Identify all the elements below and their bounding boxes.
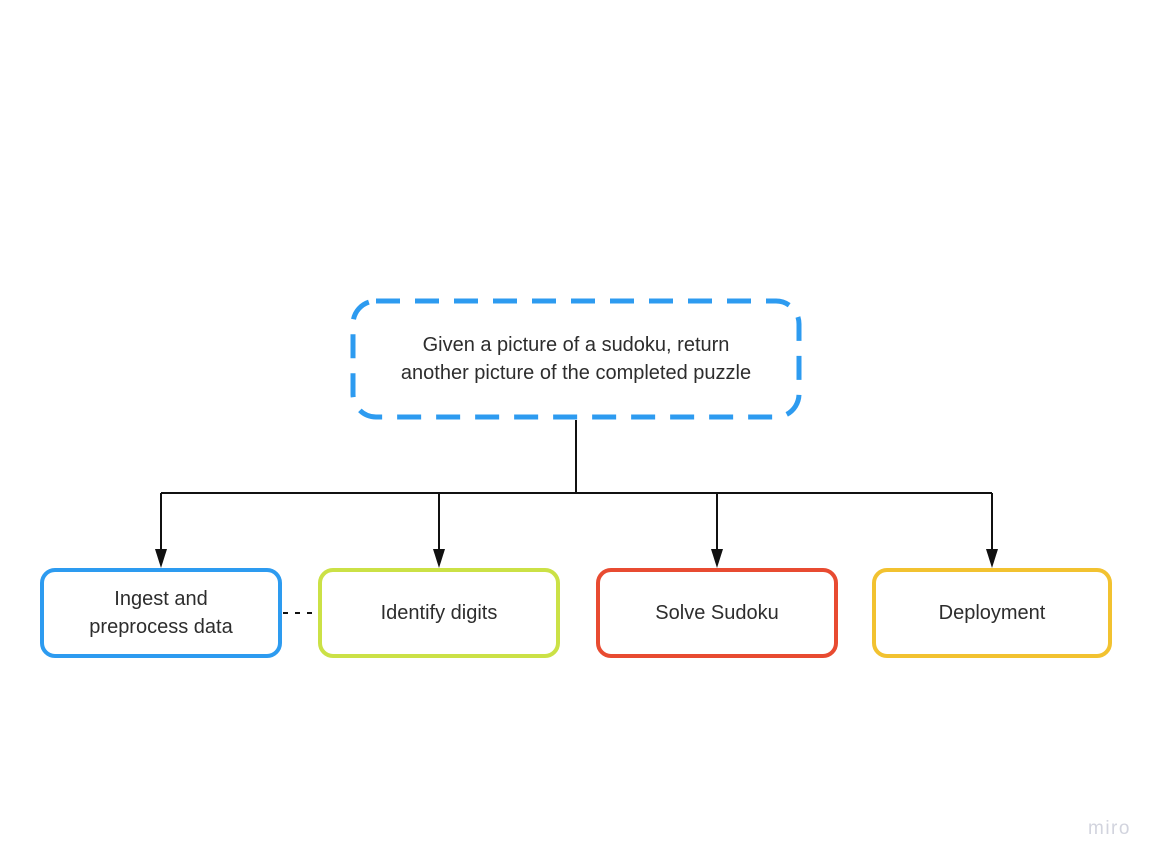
miro-logo: miro — [1088, 818, 1131, 839]
arrowhead-down-icon — [986, 549, 998, 568]
node-label: Ingest and preprocess data — [89, 588, 233, 638]
connector-root-trunk[interactable] — [161, 420, 992, 494]
flowchart-node-ingest-preprocess[interactable]: Ingest and preprocess data — [40, 568, 282, 658]
flowchart-node-deployment[interactable]: Deployment — [872, 568, 1112, 658]
flowchart-node-solve-sudoku[interactable]: Solve Sudoku — [596, 568, 838, 658]
node-label: Given a picture of a sudoku, return anot… — [400, 334, 752, 384]
node-label: Solve Sudoku — [655, 602, 779, 624]
node-label: Identify digits — [380, 602, 498, 624]
arrowhead-down-icon — [711, 549, 723, 568]
dashed-border — [350, 298, 802, 420]
arrowhead-down-icon — [433, 549, 445, 568]
flowchart-node-identify-digits[interactable]: Identify digits — [318, 568, 560, 658]
flowchart-node-root[interactable]: Given a picture of a sudoku, return anot… — [350, 298, 802, 420]
node-label: Deployment — [938, 602, 1046, 624]
arrowhead-down-icon — [155, 549, 167, 568]
arrowheads — [155, 549, 998, 568]
